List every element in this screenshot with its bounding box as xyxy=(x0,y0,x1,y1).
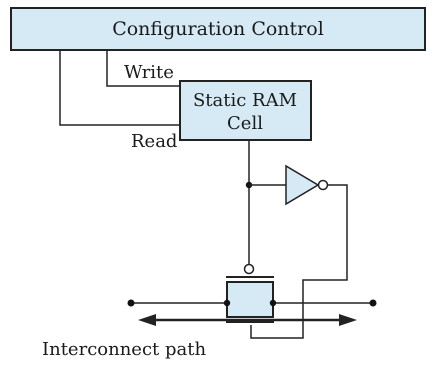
interconnect-path-label: Interconnect path xyxy=(42,339,206,360)
configuration-control-box xyxy=(10,7,426,51)
inverter-icon xyxy=(285,164,329,206)
write-label: Write xyxy=(124,62,174,83)
interconnect-right-end-node xyxy=(369,299,377,307)
configuration-control-block: Configuration Control xyxy=(10,7,426,51)
read-label: Read xyxy=(131,131,177,152)
static-ram-cell-block: Static RAM Cell xyxy=(179,80,312,141)
transistor-channel-body xyxy=(226,281,274,318)
arrowhead-right xyxy=(339,314,357,326)
static-ram-cell-box xyxy=(179,80,312,141)
inverter-triangle xyxy=(285,164,320,206)
static-ram-cell-label-line1: Static RAM xyxy=(193,90,297,111)
transistor-right-terminal-node xyxy=(269,299,277,307)
transistor-gate-bubble xyxy=(243,263,255,275)
configuration-control-label: Configuration Control xyxy=(112,18,324,40)
inversion-bubble-icon xyxy=(317,179,329,191)
transistor-left-terminal-node xyxy=(223,299,231,307)
bidirectional-arrow-icon xyxy=(138,314,357,326)
inverter-output-wire xyxy=(250,184,348,339)
pass-transistor-icon xyxy=(226,263,274,323)
arrowhead-left xyxy=(138,314,156,326)
static-ram-cell-label-line2: Cell xyxy=(227,113,263,134)
interconnect-left-end-node xyxy=(127,299,135,307)
write-wire xyxy=(106,50,179,87)
read-wire xyxy=(59,50,179,126)
